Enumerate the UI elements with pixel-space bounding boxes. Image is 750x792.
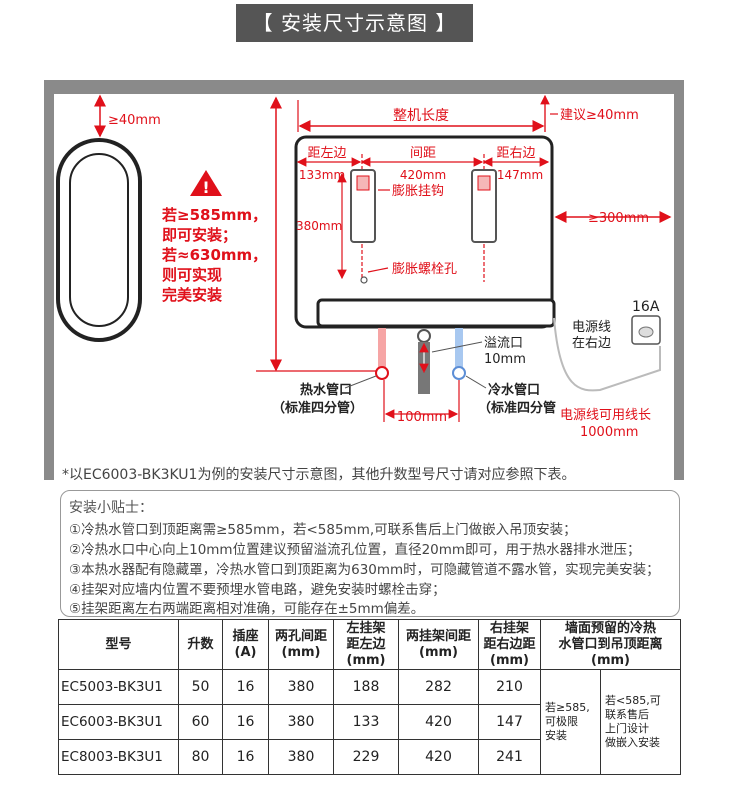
mirror-shape: [56, 138, 142, 342]
install-tips: 安装小贴士： ①冷热水管口到顶距离需≥585mm，若<585mm,可联系售后上门…: [60, 490, 680, 617]
spec-table: 型号 升数 插座(A) 两孔间距(mm) 左挂架距左边(mm) 两挂架间距(mm…: [58, 619, 682, 775]
cold-water-pipe: [452, 328, 466, 380]
table-header: 两孔间距(mm): [268, 619, 334, 670]
tip-item: ②冷热水口中心向上10mm位置建议预留溢流孔位置，直径20mm即可，用于热水器排…: [69, 542, 641, 558]
bolt-hole-icon: [360, 276, 368, 284]
cold-pipe-label: 冷水管口: [488, 382, 540, 398]
table-header: 左挂架距左边(mm): [333, 619, 399, 670]
table-header: 两挂架间距(mm): [398, 619, 479, 670]
note-cell-a: 若≥585,可极限安装: [540, 669, 601, 775]
warning-text: 若≥585mm， 即可安装； 若≈630mm， 则可实现 完美安装: [161, 206, 267, 304]
table-header: 升数: [178, 619, 223, 670]
expansion-bolt-label: 膨胀螺栓孔: [392, 262, 457, 277]
hot-water-pipe: [375, 328, 389, 380]
svg-text:距左边: 距左边: [307, 146, 346, 161]
right-bracket: [471, 169, 497, 243]
expansion-hook-label: 膨胀挂钩: [392, 184, 444, 199]
svg-text:若≈630mm，: 若≈630mm，: [161, 246, 267, 264]
table-header-row: 型号 升数 插座(A) 两孔间距(mm) 左挂架距左边(mm) 两挂架间距(mm…: [58, 619, 682, 670]
left-bracket: [350, 169, 376, 243]
table-header: 型号: [58, 619, 179, 670]
right-clearance: ≥300mm: [588, 211, 649, 226]
table-header: 右挂架距右边距(mm): [478, 619, 541, 670]
power-cable: [553, 317, 661, 392]
bracket-height: 380mm: [296, 219, 342, 233]
tip-item: ⑤挂架距离左右两端距离相对准确，可能存在±5mm偏差。: [69, 601, 425, 617]
overall-length-label: 整机长度: [393, 108, 449, 124]
tip-item: ①冷热水管口到顶距离需≥585mm，若<585mm,可联系售后上门做嵌入吊顶安装…: [69, 522, 577, 538]
note-cell-b: 若<585,可联系售后上门设计做嵌入安装: [599, 669, 682, 775]
size-note: *以EC6003-BK3KU1为例的安装尺寸示意图，其他升数型号尺寸请对应参照下…: [62, 467, 576, 483]
top-clearance-left: ≥40mm: [108, 113, 161, 128]
svg-text:133mm: 133mm: [299, 168, 345, 182]
table-row: EC8003-BK3U1 80 16 380 229 420 241: [58, 739, 681, 775]
pipe-spacing: 100mm: [397, 410, 447, 425]
svg-text:即可安装；: 即可安装；: [162, 226, 237, 244]
svg-text:间距: 间距: [410, 146, 436, 161]
page-title: 【 安装尺寸示意图 】: [236, 4, 473, 42]
suggest-right-clearance: 建议≥40mm: [560, 108, 639, 123]
tips-title: 安装小贴士：: [69, 500, 153, 516]
tip-item: ④挂架对应墙内位置不要预埋水管电路，避免安装时螺栓击穿；: [69, 582, 446, 598]
svg-text:在右边: 在右边: [572, 336, 611, 351]
wall-frame: [44, 80, 684, 480]
table-header: 插座(A): [222, 619, 269, 670]
svg-text:420mm: 420mm: [400, 168, 446, 182]
table-header: 墙面预留的冷热水管口到吊顶距离(mm): [539, 619, 682, 670]
warning-icon: !: [190, 170, 222, 197]
svg-text:距右边: 距右边: [496, 146, 535, 161]
svg-text:溢流口: 溢流口: [484, 336, 523, 351]
svg-text:147mm: 147mm: [497, 168, 543, 182]
hot-pipe-label: 热水管口: [300, 382, 352, 398]
installation-diagram: ≥40mm ! 若≥585mm， 即可安装； 若≈630mm， 则可实现 完美安…: [44, 80, 684, 480]
svg-text:1000mm: 1000mm: [580, 425, 638, 440]
tip-item: ③本热水器配有隐藏罩，冷热水管口到顶距离为630mm时，可隐藏管道不露水管，实现…: [69, 562, 660, 578]
svg-text:电源线: 电源线: [572, 320, 611, 335]
svg-text:!: !: [202, 178, 209, 197]
socket-rating: 16A: [632, 299, 660, 315]
svg-text:则可实现: 则可实现: [162, 266, 222, 284]
table-row: EC6003-BK3U1 60 16 380 133 420 147: [58, 704, 681, 740]
svg-text:（标准四分管: （标准四分管: [478, 400, 556, 416]
svg-text:完美安装: 完美安装: [162, 286, 223, 304]
svg-text:若≥585mm，: 若≥585mm，: [161, 206, 267, 224]
socket-icon: [631, 315, 661, 345]
overflow-port: [417, 329, 431, 394]
svg-text:（标准四分管）: （标准四分管）: [272, 400, 363, 416]
svg-text:10mm: 10mm: [484, 352, 526, 367]
svg-text:电源线可用线长: 电源线可用线长: [560, 408, 651, 423]
table-row: EC5003-BK3U1 50 16 380 188 282 210 若≥585…: [58, 669, 682, 775]
